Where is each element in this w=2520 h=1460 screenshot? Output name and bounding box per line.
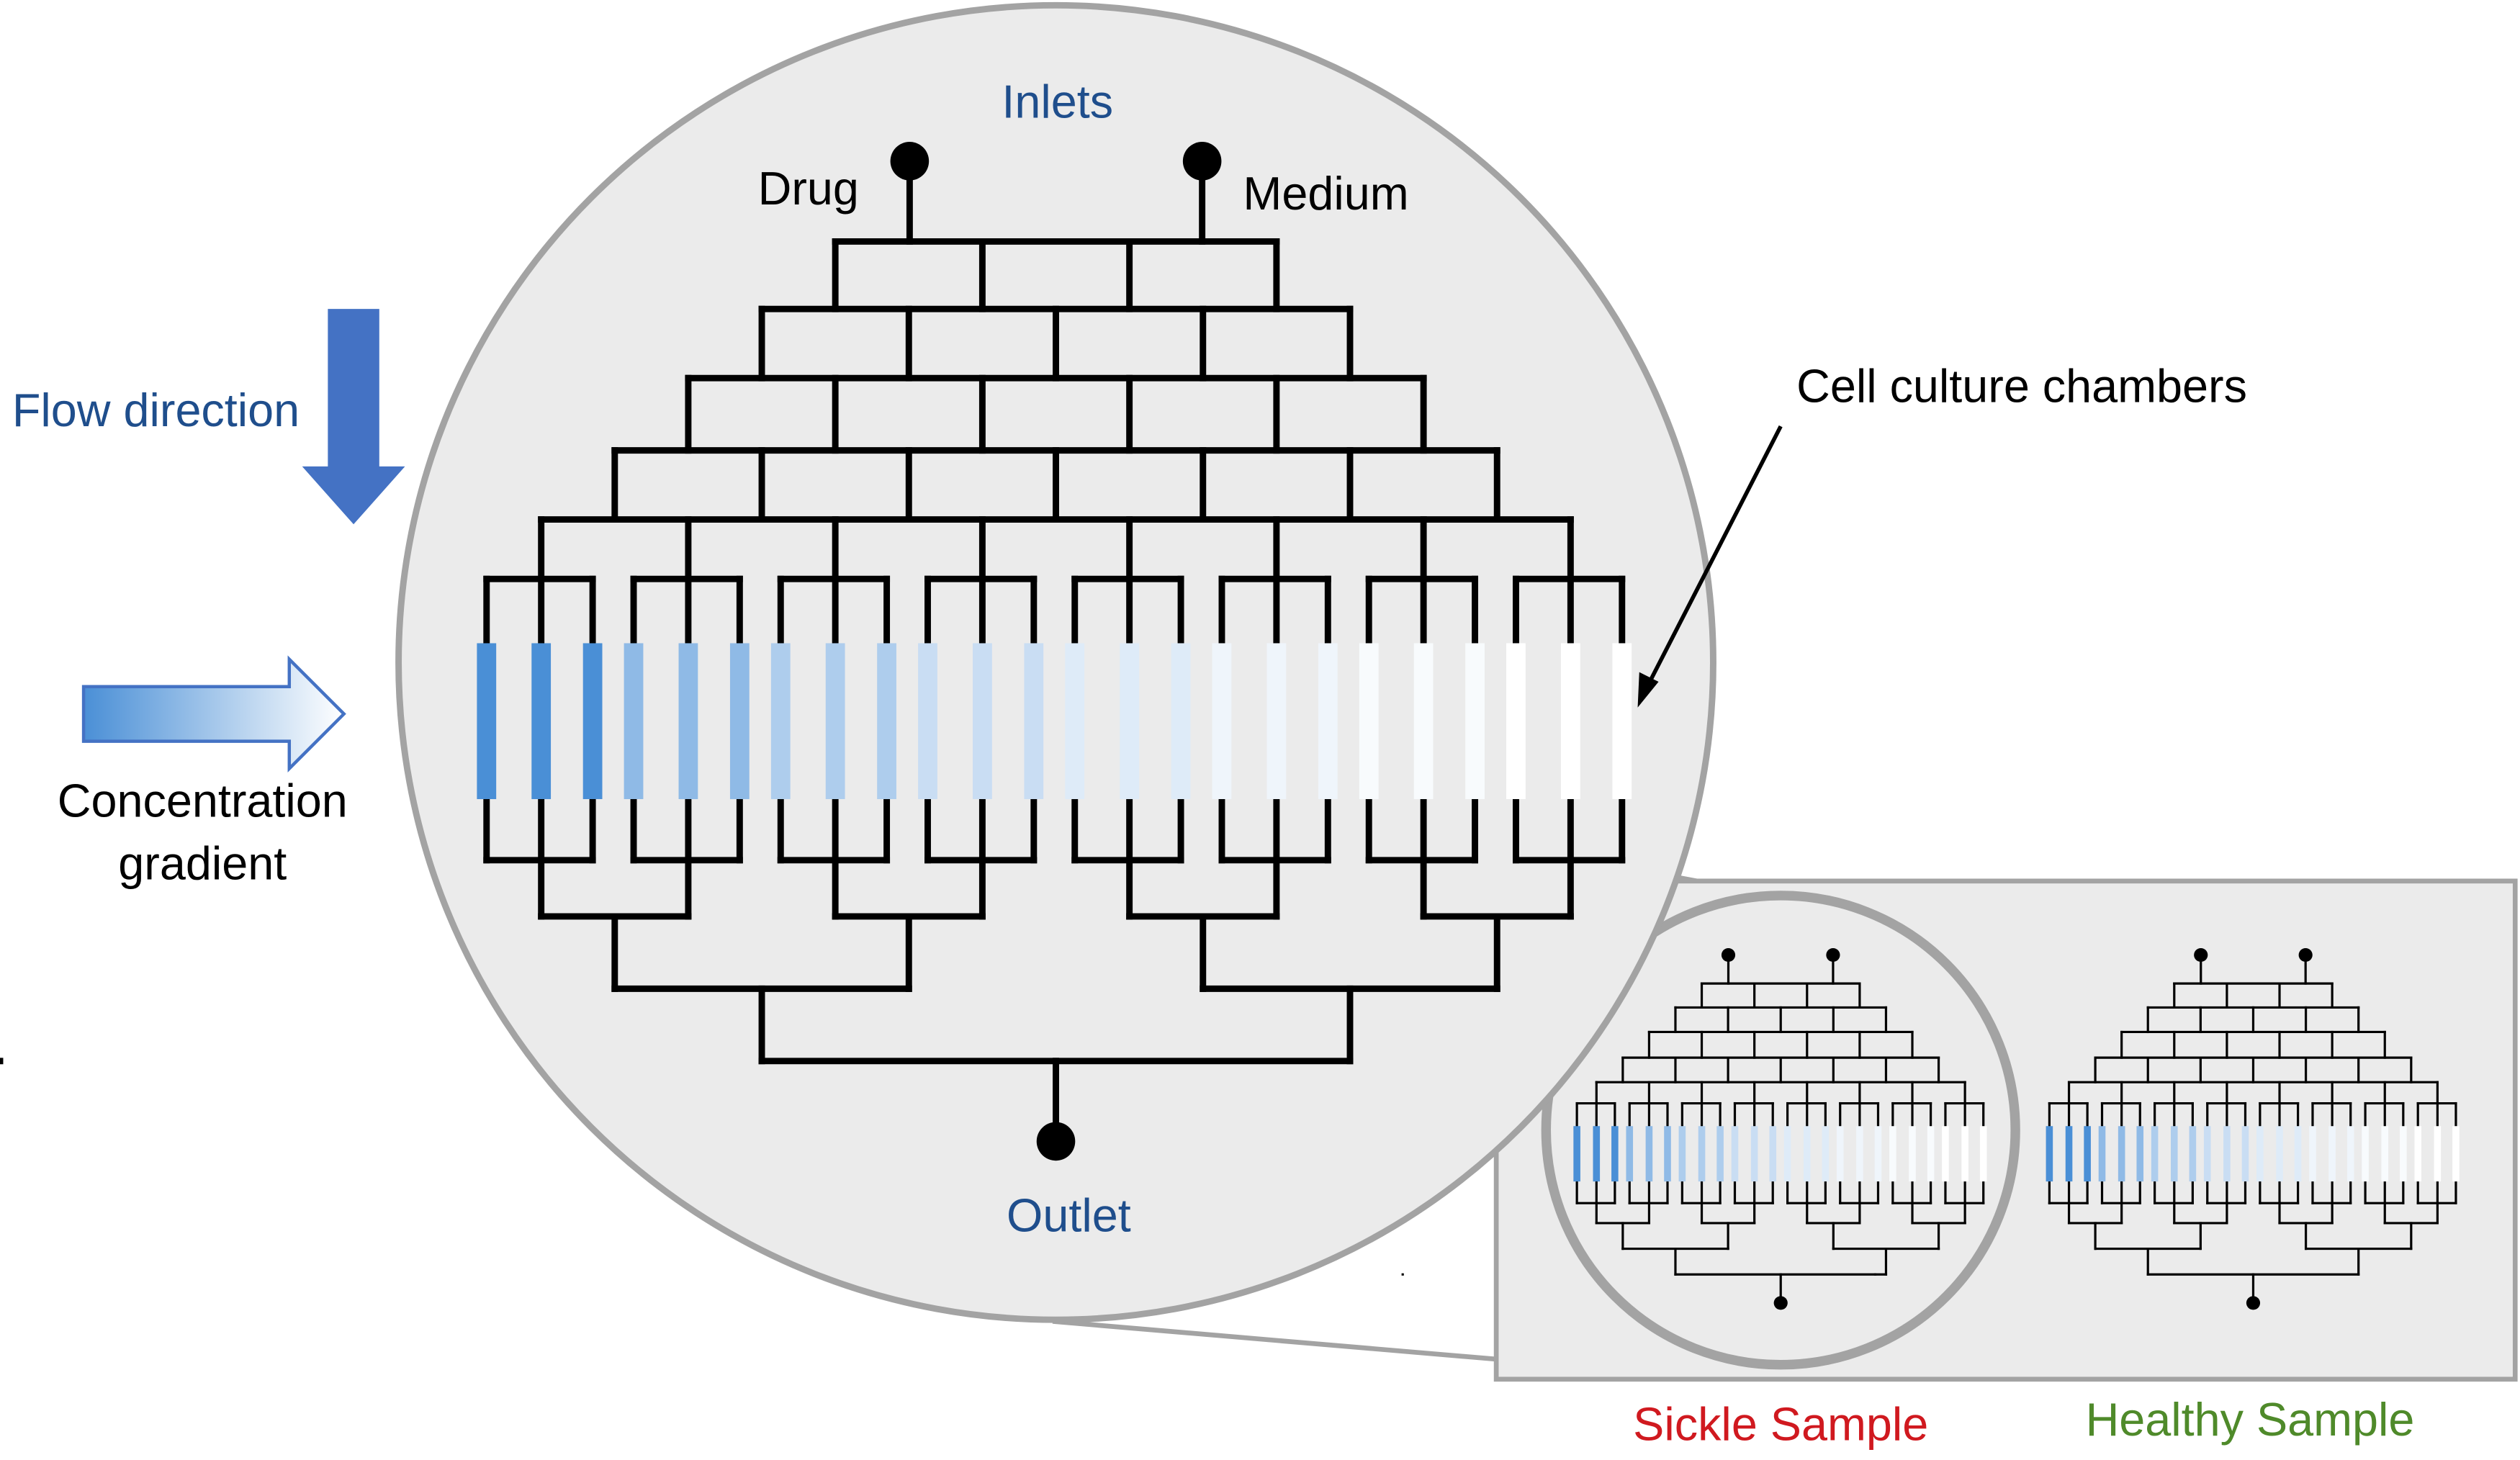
cell-culture-chamber [624, 643, 644, 799]
cell-culture-chamber [973, 643, 992, 799]
cell-culture-chamber [1120, 643, 1140, 799]
cell-culture-chamber [825, 643, 845, 799]
gradient-generator-network [0, 142, 1632, 1161]
cell-culture-chamber [582, 643, 603, 799]
outlet-label: Outlet [1007, 1189, 1131, 1241]
cell-culture-chamber [877, 643, 896, 799]
cell-culture-chamber [1359, 643, 1379, 799]
healthy-sample-label: Healthy Sample [2086, 1393, 2415, 1446]
cell-culture-chamber [1318, 643, 1338, 799]
cell-culture-chamber [1506, 643, 1526, 799]
chambers-pointer-arrowhead-icon [1637, 672, 1659, 708]
cell-culture-chamber [1024, 643, 1044, 799]
zoom-connector-bottom [1052, 1319, 1544, 1366]
cell-culture-chamber [1065, 643, 1085, 799]
cell-culture-chamber [477, 643, 497, 799]
chambers-pointer-arrow [1647, 425, 1783, 685]
cell-culture-chamber [1171, 643, 1191, 799]
cell-culture-chamber [1465, 643, 1485, 799]
cell-culture-chamber [729, 643, 750, 799]
inlets-label: Inlets [1002, 76, 1113, 128]
cell-culture-chambers-label: Cell culture chambers [1796, 360, 2247, 413]
medium-label: Medium [1243, 167, 1408, 220]
drug-inlet-port [890, 142, 930, 181]
flow-direction-arrow-icon [302, 309, 405, 525]
cell-culture-chamber [1560, 643, 1580, 799]
cell-culture-chamber [1413, 643, 1434, 799]
cell-culture-chamber [1212, 643, 1232, 799]
cell-culture-chamber [1612, 643, 1632, 799]
outlet-port [1036, 1122, 1076, 1161]
drug-label: Drug [758, 162, 859, 215]
cell-culture-chamber [1266, 643, 1287, 799]
cell-culture-chamber [678, 643, 698, 799]
concentration-label-line2: gradient [118, 837, 287, 890]
inset-magnifier-circle [1541, 891, 2020, 1370]
medium-inlet-port [1182, 142, 1222, 181]
sickle-sample-label: Sickle Sample [1633, 1398, 1928, 1451]
cell-culture-chamber [770, 643, 791, 799]
concentration-gradient-arrow-icon [81, 655, 346, 772]
cell-culture-chamber [918, 643, 937, 799]
cell-culture-chamber [531, 643, 552, 799]
concentration-label-line1: Concentration [58, 775, 348, 827]
flow-direction-label: Flow direction [12, 384, 300, 436]
